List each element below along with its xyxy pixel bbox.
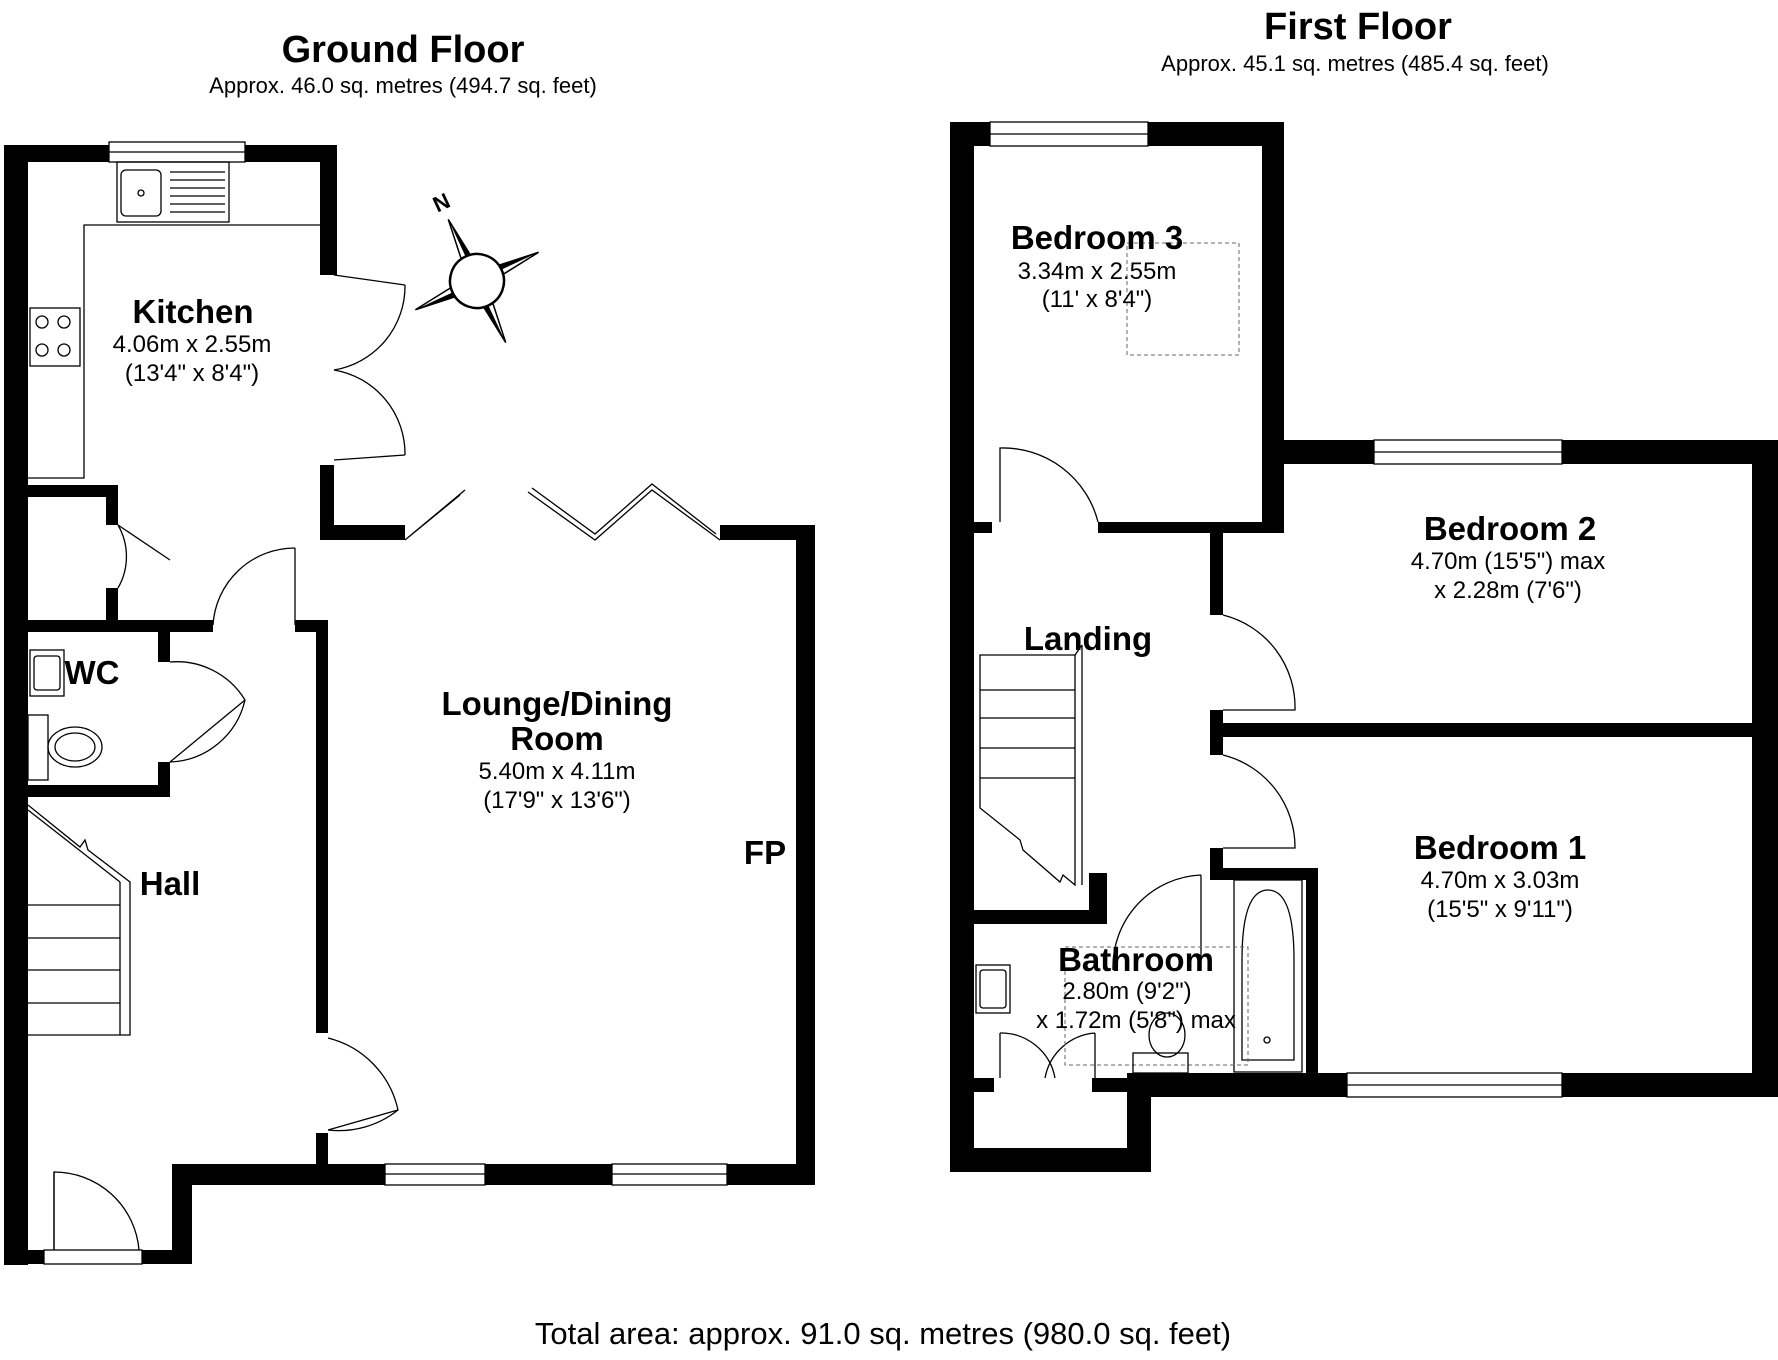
landing-name: Landing: [1024, 620, 1152, 657]
bathroom-dimensions-imperial: x 1.72m (5'8") max: [1036, 1007, 1236, 1034]
bedroom2-name: Bedroom 2: [1424, 510, 1596, 547]
lounge-dimensions-imperial: (17'9" x 13'6"): [483, 787, 631, 814]
bathroom-dimensions: 2.80m (9'2"): [1062, 978, 1191, 1005]
hall-stairs: [27, 804, 131, 1036]
ground-floor-title: Ground Floor: [282, 29, 525, 71]
loft-hatch: [1126, 242, 1240, 356]
bedroom1-name: Bedroom 1: [1414, 829, 1586, 866]
bathroom-fittings: [975, 879, 1303, 1074]
ground-floor-doors: [53, 274, 721, 1251]
bedroom2-dimensions: 4.70m (15'5") max: [1411, 548, 1606, 575]
kitchen-dimensions: 4.06m x 2.55m: [113, 331, 272, 358]
bedroom1-dimensions: 4.70m x 3.03m: [1421, 867, 1580, 894]
kitchen-dimensions-imperial: (13'4" x 8'4"): [125, 360, 259, 387]
first-floor-title: First Floor: [1264, 6, 1452, 48]
ground-floor-area: Approx. 46.0 sq. metres (494.7 sq. feet): [209, 73, 597, 98]
bedroom2-dimensions-imperial: x 2.28m (7'6"): [1434, 577, 1582, 604]
wc-name: WC: [65, 654, 120, 691]
ground-floor-walls: [4, 145, 815, 1265]
lounge-name: Lounge/Dining: [442, 685, 673, 722]
bathroom-name: Bathroom: [1058, 941, 1214, 978]
hall-name: Hall: [140, 865, 201, 902]
landing-stairs: [979, 644, 1083, 887]
compass-icon: [414, 218, 540, 344]
bedroom3-name: Bedroom 3: [1011, 219, 1183, 256]
first-floor-area: Approx. 45.1 sq. metres (485.4 sq. feet): [1161, 51, 1549, 76]
bedroom1-dimensions-imperial: (15'5" x 9'11"): [1427, 896, 1573, 923]
first-floor-windows: [989, 121, 1563, 1098]
kitchen-name: Kitchen: [132, 293, 253, 330]
fireplace-label: FP: [744, 834, 786, 871]
first-floor-walls: [950, 122, 1778, 1172]
first-floor-doors: [999, 447, 1296, 1079]
kitchen-fittings: [28, 161, 320, 479]
compass-north-label: N: [429, 188, 454, 217]
wc-fittings: [27, 649, 103, 781]
lounge-name-line2: Room: [510, 720, 604, 757]
total-area: Total area: approx. 91.0 sq. metres (980…: [535, 1316, 1231, 1351]
lounge-dimensions: 5.40m x 4.11m: [479, 758, 636, 785]
bedroom3-dimensions-imperial: (11' x 8'4"): [1042, 286, 1153, 313]
bedroom3-dimensions: 3.34m x 2.55m: [1018, 258, 1177, 285]
